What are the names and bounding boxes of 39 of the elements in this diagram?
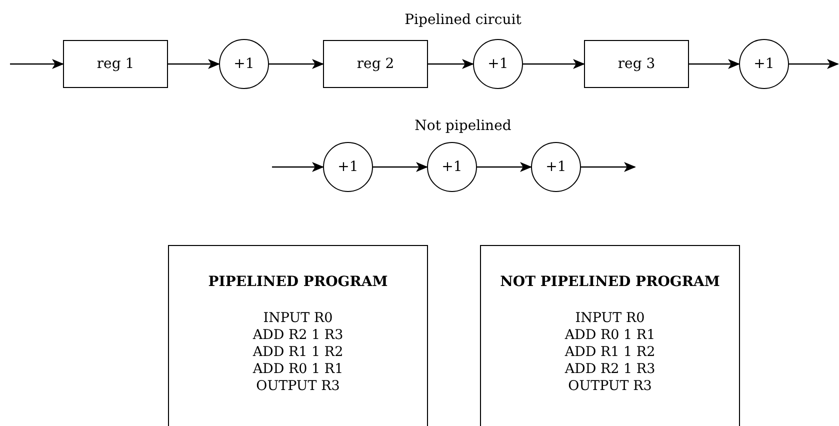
adder-label: +1 bbox=[488, 54, 508, 74]
adder-label: +1 bbox=[546, 158, 566, 176]
caption-text: Pipelined circuit bbox=[404, 11, 522, 30]
program-line: OUTPUT R3 bbox=[256, 378, 340, 395]
adder-label: +1 bbox=[338, 158, 358, 176]
program-heading: NOT PIPELINED PROGRAM bbox=[500, 273, 720, 292]
program-line: ADD R0 1 R1 bbox=[252, 361, 344, 378]
arrow bbox=[10, 59, 64, 69]
program-line: ADD R2 1 R3 bbox=[252, 327, 344, 344]
register-label: reg 3 bbox=[618, 54, 656, 74]
program-line: ADD R1 1 R2 bbox=[564, 344, 656, 361]
arrow bbox=[428, 59, 474, 69]
register-label: reg 1 bbox=[96, 54, 134, 74]
arrow bbox=[789, 59, 839, 69]
register-box bbox=[584, 40, 689, 88]
program-line: INPUT R0 bbox=[575, 310, 645, 327]
program-heading: PIPELINED PROGRAM bbox=[208, 273, 388, 292]
adder-label: +1 bbox=[234, 54, 254, 74]
program-card bbox=[168, 245, 428, 426]
adder-label: +1 bbox=[442, 158, 462, 176]
register-box bbox=[63, 40, 168, 88]
arrow bbox=[272, 162, 324, 172]
caption-text: Not pipelined bbox=[414, 117, 512, 136]
adder-label: +1 bbox=[754, 54, 774, 74]
program-line: INPUT R0 bbox=[263, 310, 333, 327]
program-line: ADD R1 1 R2 bbox=[252, 344, 344, 361]
arrow bbox=[168, 59, 220, 69]
arrow bbox=[269, 59, 324, 69]
program-card bbox=[480, 245, 740, 426]
register-label: reg 2 bbox=[356, 54, 394, 74]
register-box bbox=[323, 40, 428, 88]
program-line: ADD R2 1 R3 bbox=[564, 361, 656, 378]
arrow bbox=[477, 162, 532, 172]
arrow bbox=[581, 162, 636, 172]
arrow bbox=[689, 59, 740, 69]
arrow bbox=[523, 59, 585, 69]
program-line: ADD R0 1 R1 bbox=[564, 327, 656, 344]
program-line: OUTPUT R3 bbox=[568, 378, 652, 395]
arrow bbox=[373, 162, 428, 172]
